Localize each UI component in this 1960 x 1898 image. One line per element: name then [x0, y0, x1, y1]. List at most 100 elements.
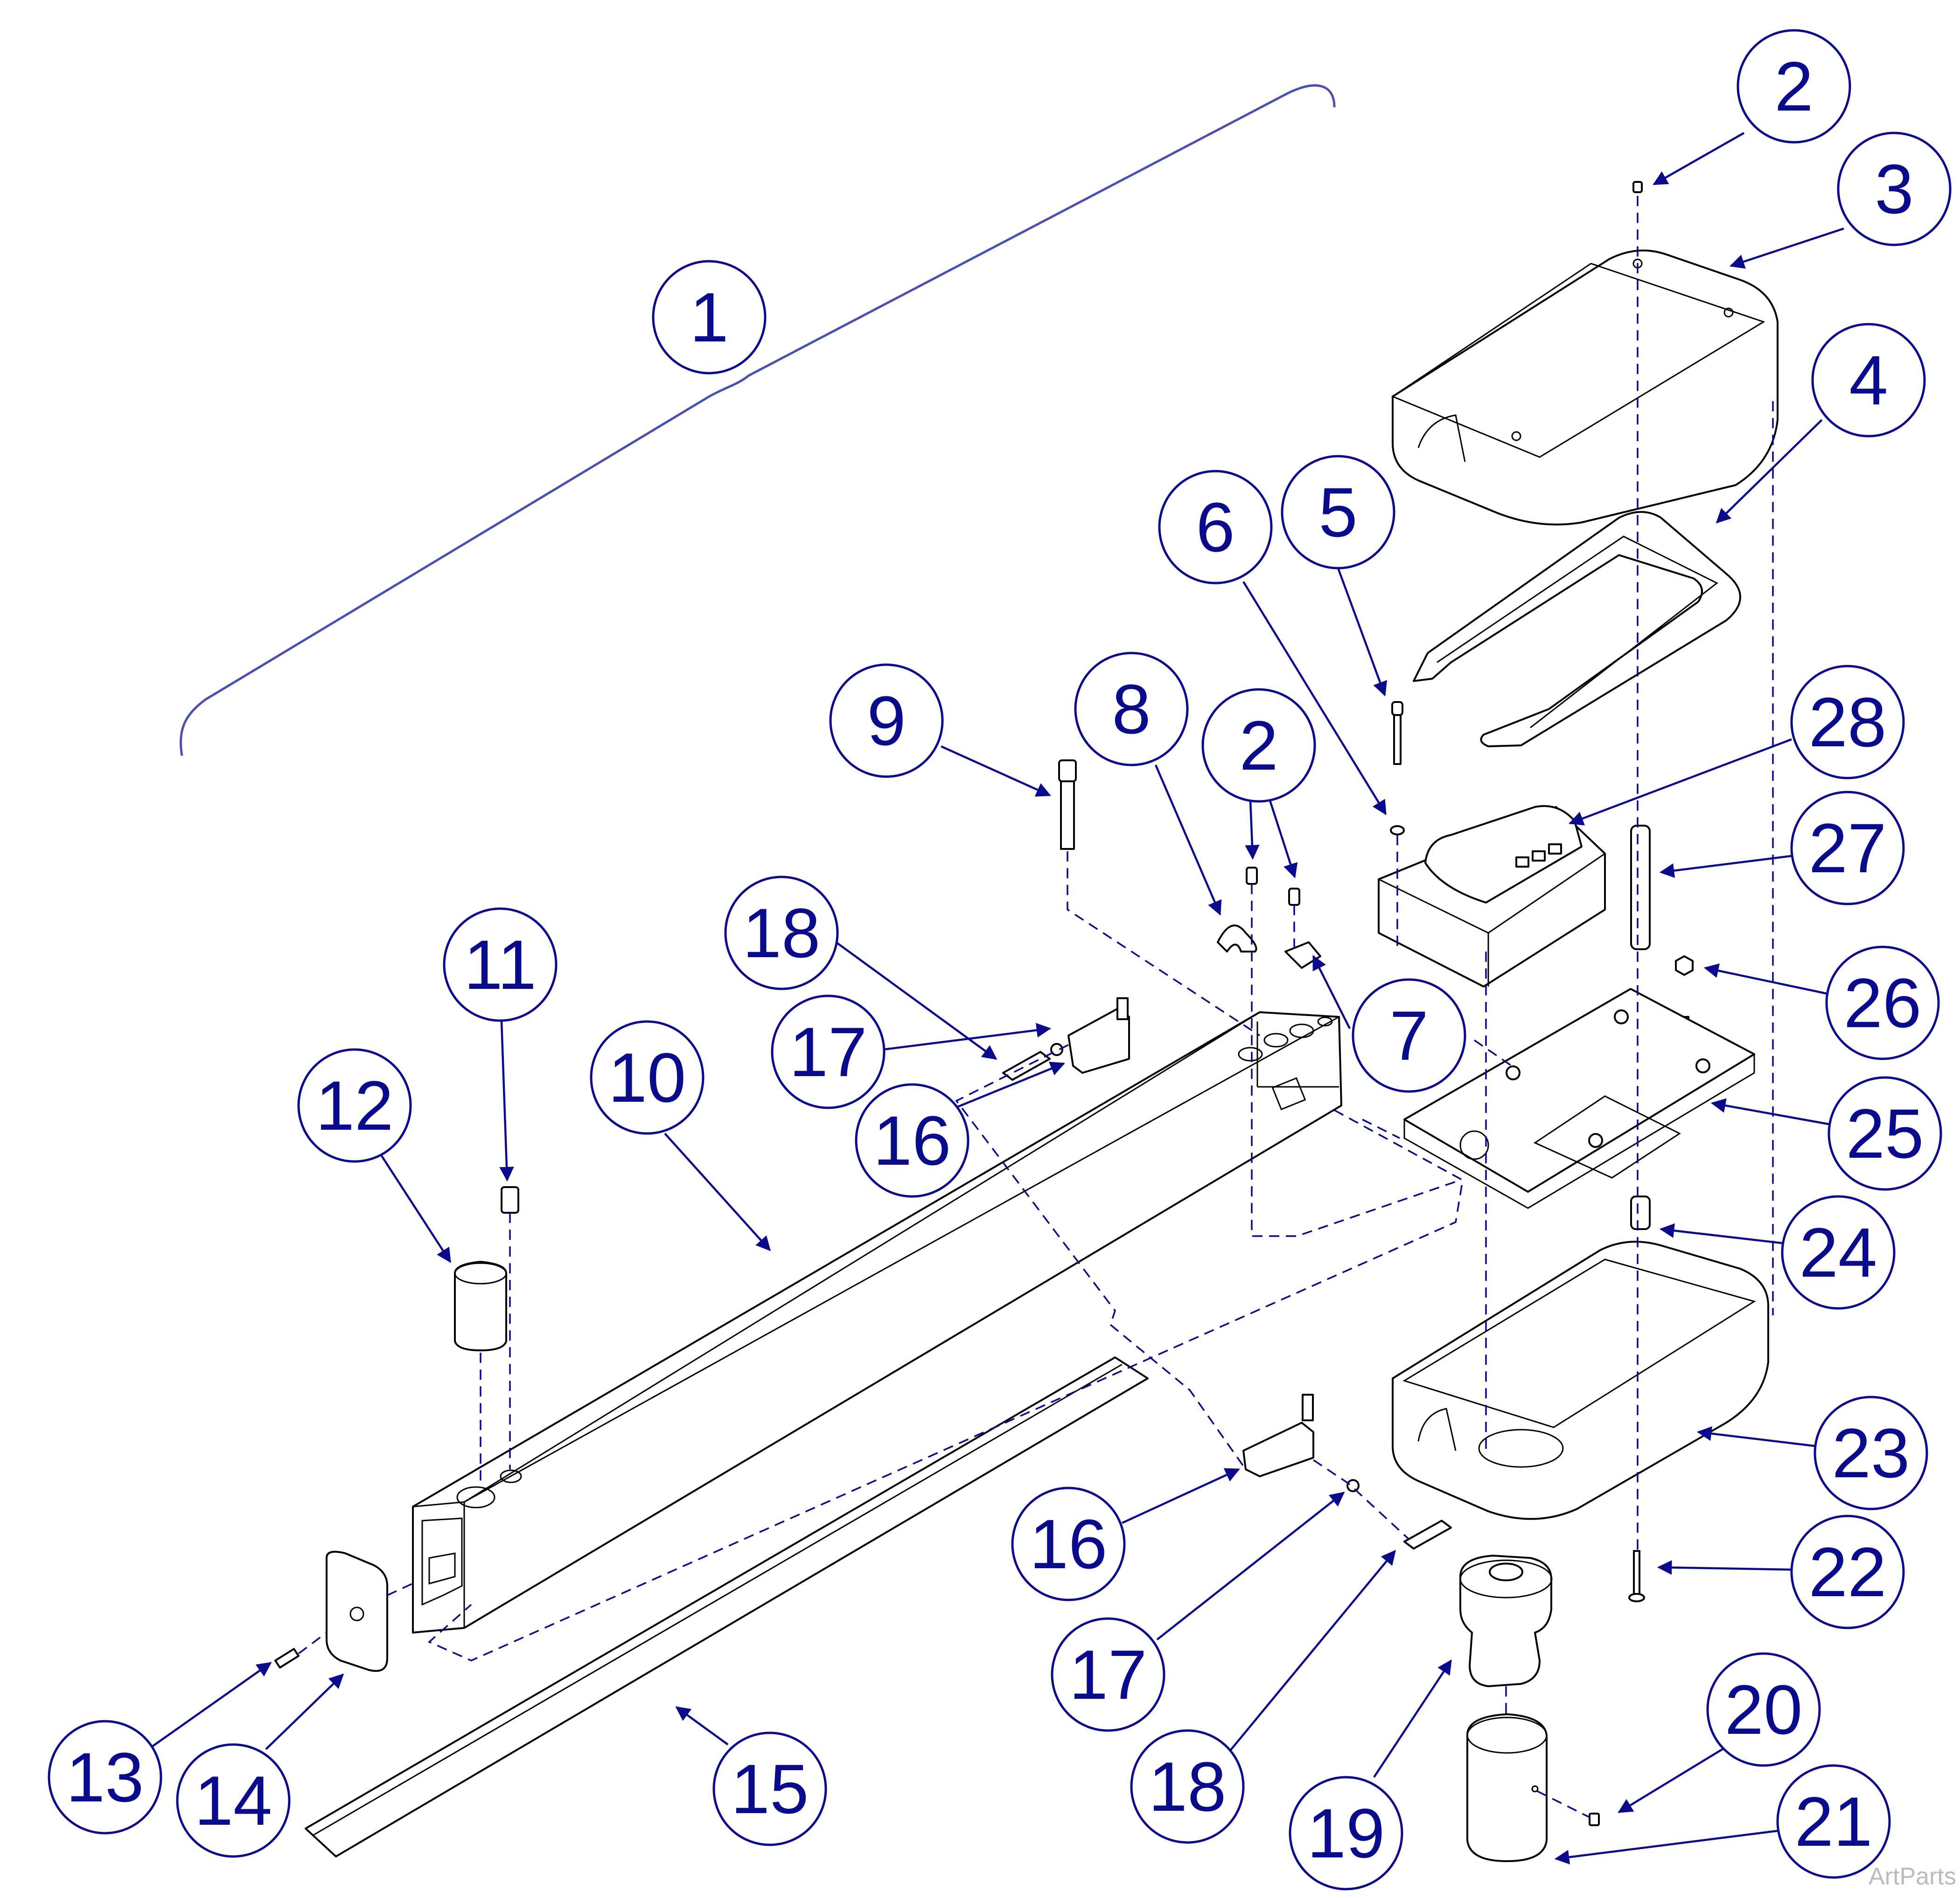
- callout-leader: [1154, 765, 1222, 916]
- callout-label: 26: [1844, 964, 1922, 1042]
- callout-circle: [1814, 1396, 1928, 1510]
- callout-leader: [1373, 1659, 1452, 1778]
- callout-circle: [590, 1020, 704, 1135]
- callout-10: 10: [590, 1020, 771, 1251]
- callout-circle: [1051, 1617, 1165, 1732]
- callout-16: 16: [855, 1062, 1065, 1198]
- callout-circle: [1011, 1487, 1126, 1601]
- callout-25: 25: [1710, 1076, 1942, 1191]
- callout-18: 18: [724, 876, 997, 1060]
- watermark-text: ArtParts: [1869, 1863, 1956, 1890]
- callout-circle: [297, 1048, 412, 1163]
- callout-label: 16: [1030, 1505, 1108, 1583]
- callout-circle: [1074, 652, 1189, 766]
- callout-circle: [1776, 1764, 1891, 1879]
- callout-circle: [48, 1720, 162, 1835]
- callout-circle: [1130, 1729, 1245, 1844]
- callout-circle: [1158, 470, 1273, 584]
- callout-circle: [1790, 1515, 1905, 1629]
- callout-label: 10: [608, 1038, 686, 1117]
- callout-label: 27: [1809, 809, 1887, 887]
- callout-26: 26: [1703, 946, 1940, 1060]
- callout-27: 27: [1659, 791, 1905, 905]
- washer-part: [1390, 825, 1405, 835]
- callout-label: 6: [1196, 488, 1235, 566]
- callout-label: 12: [316, 1066, 394, 1145]
- callout-14: 14: [176, 1673, 344, 1858]
- callout-circle: [1706, 1652, 1821, 1767]
- callout-label: 11: [464, 925, 537, 1004]
- callout-6: 6: [1158, 470, 1387, 815]
- callout-label: 19: [1307, 1794, 1385, 1872]
- callout-circle: [652, 260, 767, 375]
- bushing-part: [454, 1261, 507, 1351]
- callout-leader: [1242, 581, 1387, 815]
- tiny-screw-upper: [1050, 1043, 1063, 1056]
- callout-circle: [1781, 1195, 1896, 1310]
- mounting-plate-part: [1403, 988, 1755, 1209]
- callout-label: 1: [690, 278, 728, 356]
- callout-leader: [381, 1155, 451, 1263]
- callout-leader: [1716, 419, 1823, 524]
- callout-9: 9: [829, 663, 1051, 797]
- callout-label: 20: [1725, 1670, 1803, 1749]
- top-cover-part: [1391, 250, 1779, 526]
- collar-part: [1466, 1713, 1548, 1862]
- callout-circle: [1201, 688, 1316, 803]
- spacer-part: [1630, 1196, 1651, 1230]
- pin-part-lower: [1403, 1520, 1452, 1550]
- callout-label: 18: [1149, 1747, 1227, 1826]
- pin-part-upper: [1002, 1051, 1051, 1081]
- bottom-screw-part: [1628, 1550, 1645, 1602]
- transformer-part: [1378, 805, 1606, 987]
- callout-label: 22: [1809, 1533, 1887, 1611]
- callout-leader: [1337, 568, 1388, 696]
- gasket-part: [1413, 511, 1741, 747]
- callout-label: 3: [1875, 150, 1913, 228]
- arm-extrusion-part: [412, 1011, 1342, 1634]
- callout-17: 17: [771, 994, 1052, 1109]
- callout-label: 25: [1846, 1094, 1924, 1173]
- callout-circle: [1825, 946, 1940, 1060]
- bottom-housing-part: [1392, 1241, 1769, 1520]
- callout-leader: [1554, 1829, 1778, 1865]
- clip-part: [1284, 941, 1321, 969]
- assembly-brace: [179, 84, 1336, 756]
- callout-leader: [883, 1022, 1052, 1051]
- callout-circle: [1837, 132, 1952, 246]
- callout-leader: [1657, 1560, 1792, 1575]
- long-bolt-part: [1058, 759, 1077, 850]
- callout-leader: [1122, 1468, 1240, 1524]
- callout-label: 21: [1795, 1782, 1873, 1861]
- callout-leader: [1659, 1223, 1783, 1244]
- callout-circle: [855, 1083, 970, 1198]
- callout-label: 14: [195, 1761, 272, 1840]
- adapter-part: [1459, 1555, 1553, 1687]
- callout-label: 5: [1318, 473, 1357, 551]
- callout-circle: [1790, 665, 1905, 779]
- callout-leader: [499, 1021, 514, 1182]
- callout-7: 7: [1312, 955, 1466, 1093]
- callout-leader: [1156, 1492, 1345, 1641]
- callout-circle: [443, 907, 558, 1022]
- end-cap-part: [326, 1550, 388, 1672]
- callout-leader: [664, 1133, 771, 1251]
- cap-screw-part: [501, 1186, 519, 1214]
- bracket-part-lower: [1242, 1394, 1314, 1477]
- callout-label: 13: [66, 1738, 144, 1816]
- callout-label: 17: [1069, 1635, 1147, 1714]
- callout-circle: [724, 876, 839, 990]
- callout-16: 16: [1011, 1468, 1240, 1601]
- callout-label: 9: [867, 681, 906, 760]
- callout-circle: [771, 994, 886, 1109]
- callout-label: 2: [1239, 706, 1278, 785]
- callout-label: 23: [1832, 1414, 1910, 1492]
- callout-label: 16: [873, 1101, 951, 1180]
- callout-19: 19: [1289, 1659, 1452, 1891]
- bracket-part-upper: [1067, 997, 1130, 1074]
- callout-8: 8: [1074, 652, 1222, 916]
- callout-label: 15: [731, 1750, 809, 1828]
- callout-circle: [176, 1743, 291, 1858]
- cable-clamp-part: [1217, 925, 1257, 952]
- callout-label: 7: [1389, 996, 1428, 1075]
